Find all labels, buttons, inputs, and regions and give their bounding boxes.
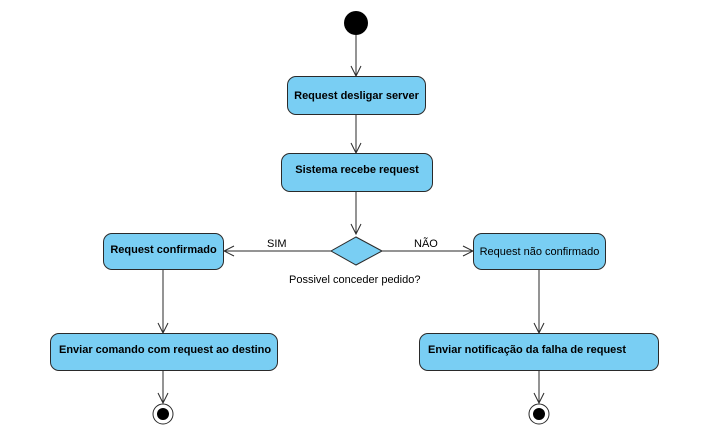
activity-send-command: Enviar comando com request ao destino bbox=[50, 333, 278, 371]
guard-no-label: NÃO bbox=[414, 238, 438, 250]
initial-node bbox=[344, 11, 368, 35]
decision-diamond bbox=[329, 236, 384, 266]
guard-yes-label: SIM bbox=[267, 238, 287, 250]
activity-request-confirmed: Request confirmado bbox=[103, 233, 224, 270]
final-node-right bbox=[528, 403, 550, 425]
activity-system-receives: Sistema recebe request bbox=[281, 153, 433, 192]
final-node-left bbox=[152, 403, 174, 425]
activity-send-failure-notice: Enviar notificação da falha de request bbox=[419, 333, 659, 371]
activity-request-not-confirmed: Request não confirmado bbox=[473, 233, 606, 270]
decision-label: Possivel conceder pedido? bbox=[289, 274, 421, 286]
activity-request-shutdown: Request desligar server bbox=[287, 76, 426, 115]
